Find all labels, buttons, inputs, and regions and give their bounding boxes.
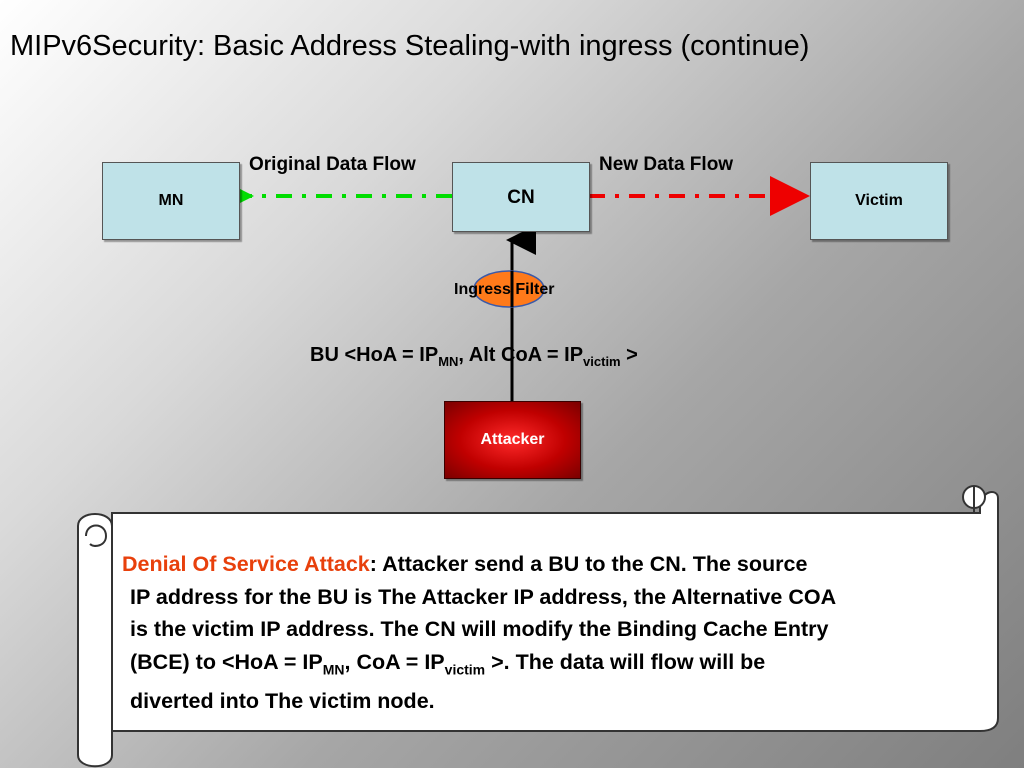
node-victim-label: Victim xyxy=(855,192,903,209)
note-line3: is the victim IP address. The CN will mo… xyxy=(130,617,829,641)
ingress-filter-shape xyxy=(473,270,545,308)
bu-sub-victim: victim xyxy=(583,354,621,369)
note-line4-b: , CoA = IP xyxy=(344,649,445,674)
note-line4-c: >. The data will flow will be xyxy=(485,649,766,674)
bu-prefix: BU <HoA = IP xyxy=(310,344,439,366)
ingress-filter-label: Ingress Filter xyxy=(454,281,555,298)
node-victim: Victim xyxy=(810,162,948,240)
note-line2: IP address for the BU is The Attacker IP… xyxy=(130,584,837,609)
bu-suffix: > xyxy=(620,344,638,366)
node-mn-label: MN xyxy=(158,192,184,209)
attack-type-highlight: Denial Of Service Attack xyxy=(122,552,370,576)
original-flow-label: Original Data Flow xyxy=(249,154,416,175)
attack-description: Denial Of Service Attack: Attacker send … xyxy=(122,548,982,718)
bu-middle: , Alt CoA = IP xyxy=(458,344,584,366)
node-cn-label: CN xyxy=(507,187,535,208)
bu-sub-mn: MN xyxy=(438,354,459,369)
node-attacker-label: Attacker xyxy=(480,431,545,448)
note-line4: (BCE) to <HoA = IPMN, CoA = IPvictim >. … xyxy=(122,646,982,686)
note-line1: : Attacker send a BU to the CN. The sour… xyxy=(369,552,808,576)
note-line4-sub-victim: victim xyxy=(444,660,486,677)
scroll-banner xyxy=(77,485,999,768)
node-attacker: Attacker xyxy=(444,401,581,479)
node-mn: MN xyxy=(102,162,240,240)
node-cn: CN xyxy=(452,162,590,232)
note-line5: diverted into The victim node. xyxy=(130,689,435,714)
note-line4-sub-mn: MN xyxy=(322,660,345,677)
new-flow-label: New Data Flow xyxy=(599,154,734,175)
note-line4-a: (BCE) to <HoA = IP xyxy=(130,649,323,674)
binding-update-message: BU <HoA = IPMN, Alt CoA = IPvictim > xyxy=(310,344,638,369)
page-title: MIPv6Security: Basic Address Stealing-wi… xyxy=(10,30,810,62)
